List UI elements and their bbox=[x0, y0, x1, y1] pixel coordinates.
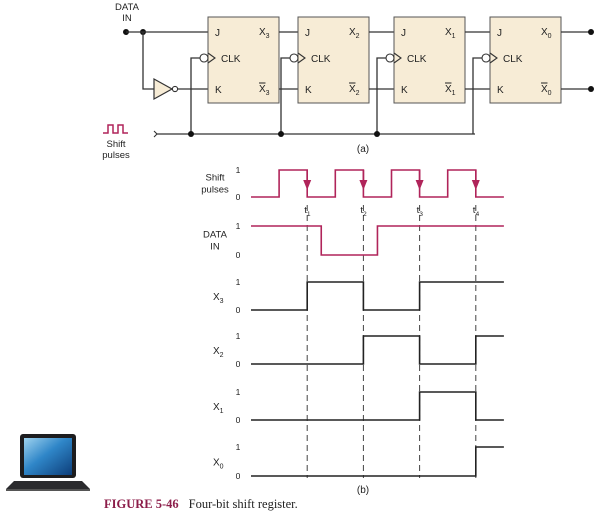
level-label-1: 1 bbox=[236, 277, 241, 287]
part-b-label: (b) bbox=[357, 485, 369, 496]
jk-flipflop-0 bbox=[489, 16, 562, 104]
clock-tap-wire bbox=[472, 57, 482, 134]
ff-j-label: J bbox=[215, 28, 220, 39]
waveform-x1 bbox=[251, 391, 504, 421]
time-marker-label-t4: t4 bbox=[473, 205, 480, 218]
signal-label: IN bbox=[210, 242, 220, 253]
ff-qbar-output-label: X0 bbox=[541, 84, 552, 97]
signal-label: DATA bbox=[203, 230, 228, 241]
x0-output-terminal bbox=[588, 29, 594, 35]
time-marker-label-t3: t3 bbox=[417, 205, 424, 218]
ff-q-output-label: X0 bbox=[541, 27, 552, 40]
ff-j-label: J bbox=[305, 28, 310, 39]
signal-label-x1: X1 bbox=[213, 402, 224, 415]
laptop-base bbox=[6, 481, 90, 489]
jk-flipflop-3 bbox=[207, 16, 280, 104]
signal-label: Shift bbox=[205, 173, 224, 184]
ff-j-label: J bbox=[401, 28, 406, 39]
ff-q-output-label: X3 bbox=[259, 27, 270, 40]
time-marker-label-t1: t1 bbox=[304, 205, 311, 218]
laptop-screen bbox=[24, 438, 72, 475]
clock-invert-bubble bbox=[289, 53, 299, 63]
waveform-shift-pulses bbox=[251, 169, 504, 198]
data-in-label: DATA bbox=[115, 2, 140, 13]
clock-edge-arrow-icon bbox=[415, 180, 424, 190]
clock-invert-bubble bbox=[385, 53, 395, 63]
clock-tap-wire bbox=[376, 57, 386, 134]
ff-q-output-label: X2 bbox=[349, 27, 360, 40]
ff-clk-label: CLK bbox=[221, 54, 241, 65]
clock-edge-arrow-icon bbox=[471, 180, 480, 190]
jk-flipflop-2 bbox=[297, 16, 370, 104]
level-label-1: 1 bbox=[236, 165, 241, 175]
shift-pulses-label: pulses bbox=[102, 150, 130, 161]
level-label-0: 0 bbox=[236, 359, 241, 369]
ff-qbar-output-label: X1 bbox=[445, 84, 456, 97]
data-in-label: IN bbox=[122, 13, 132, 24]
clock-invert-bubble bbox=[199, 53, 209, 63]
level-label-1: 1 bbox=[236, 442, 241, 452]
level-label-1: 1 bbox=[236, 331, 241, 341]
ff-clk-label: CLK bbox=[407, 54, 427, 65]
signal-label-x0: X0 bbox=[213, 458, 224, 471]
level-label-0: 0 bbox=[236, 250, 241, 260]
ff-qbar-output-label: X2 bbox=[349, 84, 360, 97]
laptop-icon bbox=[6, 434, 90, 491]
waveform-data-in bbox=[251, 225, 504, 256]
x0bar-output-terminal bbox=[588, 86, 594, 92]
clock-invert-bubble bbox=[481, 53, 491, 63]
figure-title: Four-bit shift register. bbox=[188, 497, 298, 511]
inverter-input-wire bbox=[142, 32, 154, 90]
ff-k-label: K bbox=[497, 85, 504, 96]
waveform-x2 bbox=[251, 335, 504, 365]
ff-qbar-output-label: X3 bbox=[259, 84, 270, 97]
waveform-x3 bbox=[251, 281, 504, 311]
ff-k-label: K bbox=[401, 85, 408, 96]
part-a-label: (a) bbox=[357, 144, 369, 155]
level-label-0: 0 bbox=[236, 471, 241, 481]
clock-edge-icon bbox=[393, 52, 402, 64]
ff-j-label: J bbox=[497, 28, 502, 39]
level-label-0: 0 bbox=[236, 192, 241, 202]
level-label-1: 1 bbox=[236, 387, 241, 397]
clock-edge-icon bbox=[489, 52, 498, 64]
clock-edge-icon bbox=[297, 52, 306, 64]
shift-pulses-label: Shift bbox=[106, 139, 125, 150]
ff-clk-label: CLK bbox=[503, 54, 523, 65]
waveform-x0 bbox=[251, 446, 504, 477]
clock-edge-arrow-icon bbox=[359, 180, 368, 190]
junction-dot bbox=[278, 131, 284, 137]
signal-label-x2: X2 bbox=[213, 346, 224, 359]
level-label-1: 1 bbox=[236, 221, 241, 231]
pulse-train-icon bbox=[103, 124, 128, 134]
ff-clk-label: CLK bbox=[311, 54, 331, 65]
clock-edge-arrow-icon bbox=[303, 180, 312, 190]
junction-dot bbox=[374, 131, 380, 137]
ff-q-output-label: X1 bbox=[445, 27, 456, 40]
clock-tap-wire bbox=[280, 57, 290, 134]
level-label-0: 0 bbox=[236, 415, 241, 425]
inverter-gate bbox=[153, 77, 174, 101]
clock-edge-icon bbox=[207, 52, 216, 64]
signal-label-x3: X3 bbox=[213, 292, 224, 305]
signal-label: pulses bbox=[201, 185, 229, 196]
laptop-edge bbox=[6, 489, 90, 491]
ff-k-label: K bbox=[215, 85, 222, 96]
junction-dot bbox=[188, 131, 194, 137]
ff-k-label: K bbox=[305, 85, 312, 96]
bus-input-arrow bbox=[153, 130, 158, 138]
figure-number: FIGURE 5-46 bbox=[104, 497, 179, 511]
time-marker-label-t2: t2 bbox=[360, 205, 367, 218]
inverter-bubble bbox=[171, 85, 179, 93]
clock-tap-wire bbox=[190, 57, 200, 134]
figure-caption: FIGURE 5-46 Four-bit shift register. bbox=[104, 497, 298, 512]
level-label-0: 0 bbox=[236, 305, 241, 315]
